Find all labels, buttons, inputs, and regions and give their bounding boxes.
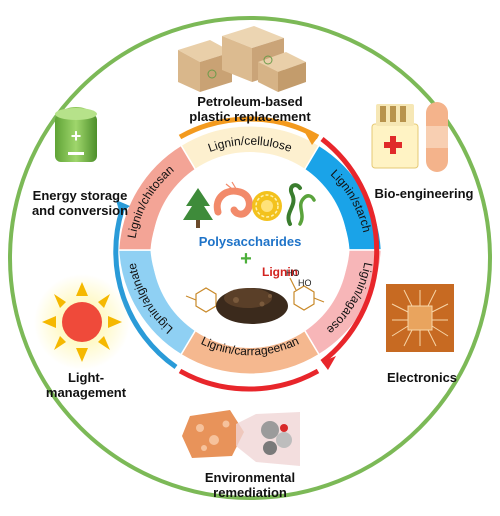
- bandage-icon: [426, 102, 448, 172]
- circuit-chip-icon: [386, 284, 454, 352]
- label-cellulose: Lignin/cellulose: [206, 134, 294, 155]
- starch-granule-icon: [252, 191, 282, 221]
- tree-icon: [183, 188, 213, 228]
- first-aid-icon: [371, 104, 419, 169]
- battery-icon: +: [55, 107, 97, 162]
- lignin-powder-icon: [216, 288, 288, 324]
- label-plastic-replacement: Petroleum-based plastic replacement: [189, 94, 311, 124]
- cardboard-boxes-icon: [178, 26, 306, 92]
- arrow-orange: [178, 116, 320, 140]
- label-bio-engineering: Bio-engineering: [374, 186, 474, 201]
- ho-label-2: HO: [298, 278, 312, 288]
- arrow-red-head: [322, 356, 336, 370]
- shrimp-icon: [213, 181, 253, 218]
- polysaccharides-label: Polysaccharides: [199, 234, 302, 249]
- plus-sign: +: [240, 248, 252, 270]
- seaweed-icon: [286, 183, 316, 226]
- arrow-blue: [113, 209, 178, 370]
- arrow-blue-head: [116, 200, 130, 214]
- ho-label-1: HO: [286, 268, 300, 278]
- particles-icon: [182, 410, 300, 466]
- label-energy-storage: Energy storage and conversion: [31, 188, 129, 218]
- label-environmental-remediation: Environmental remediation: [204, 470, 296, 500]
- label-electronics: Electronics: [386, 370, 458, 385]
- label-light-management: Light- management: [45, 370, 127, 400]
- lignin-label: Lignin: [262, 265, 298, 279]
- arrow-red: [320, 137, 380, 364]
- sun-icon: [34, 274, 130, 370]
- arrow-red-bottom: [178, 368, 320, 392]
- arrow-orange-head: [304, 131, 318, 145]
- svg-text:+: +: [71, 126, 82, 146]
